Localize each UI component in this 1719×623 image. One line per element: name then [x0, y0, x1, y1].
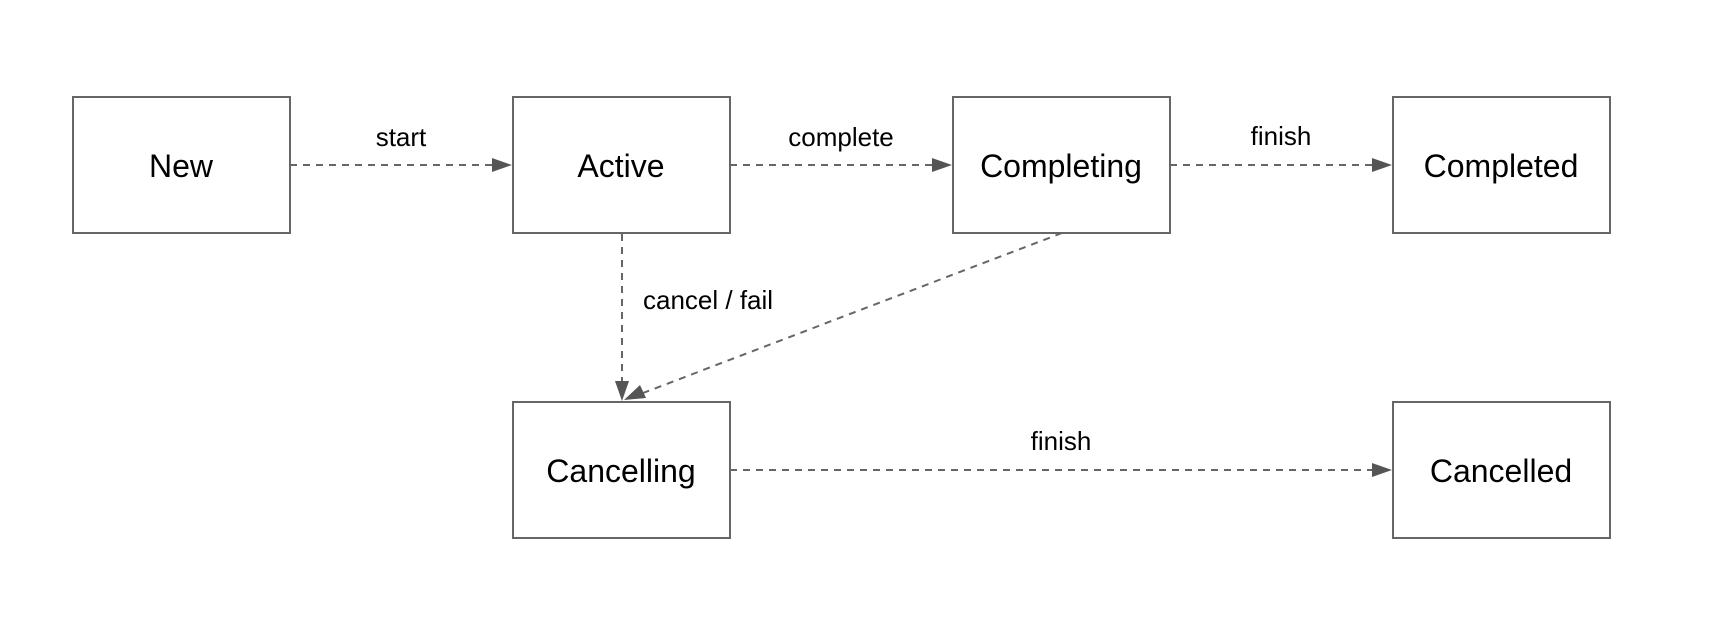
edge-new-to-active: start [290, 122, 512, 172]
edge-active-to-cancelling: cancel / fail [615, 234, 773, 401]
node-new: New [72, 96, 291, 234]
arrowhead-icon [615, 381, 629, 401]
arrowhead-icon [932, 158, 952, 172]
node-cancelled: Cancelled [1392, 401, 1611, 539]
edge-label-start: start [376, 122, 427, 152]
edge-label-finish: finish [1251, 121, 1312, 151]
edge-completing-to-completed: finish [1170, 121, 1392, 172]
arrowhead-icon [1372, 463, 1392, 477]
node-label: Completed [1424, 148, 1579, 184]
edge-label-finish: finish [1031, 426, 1092, 456]
node-box [1392, 96, 1611, 234]
node-label: Active [577, 148, 664, 184]
nodes: New Active Completing Completed Cancelli… [72, 96, 1611, 539]
node-label: Completing [980, 148, 1142, 184]
node-label: Cancelling [546, 453, 695, 489]
node-box [512, 401, 731, 539]
edge-label-cancel-fail: cancel / fail [643, 285, 773, 315]
node-label: Cancelled [1430, 453, 1572, 489]
arrowhead-icon [492, 158, 512, 172]
node-label: New [149, 148, 214, 184]
node-box [512, 96, 731, 234]
node-completing: Completing [952, 96, 1171, 234]
edges: start complete finish cancel / fail [290, 121, 1392, 477]
arrowhead-icon [1372, 158, 1392, 172]
edge-line [642, 232, 1063, 394]
node-completed: Completed [1392, 96, 1611, 234]
node-box [72, 96, 291, 234]
node-box [952, 96, 1171, 234]
edge-label-complete: complete [788, 122, 894, 152]
edge-cancelling-to-cancelled: finish [730, 426, 1392, 477]
node-cancelling: Cancelling [512, 401, 731, 539]
edge-completing-to-cancelling [624, 232, 1063, 400]
node-active: Active [512, 96, 731, 234]
node-box [1392, 401, 1611, 539]
arrowhead-icon [624, 385, 646, 400]
edge-active-to-completing: complete [730, 122, 952, 172]
